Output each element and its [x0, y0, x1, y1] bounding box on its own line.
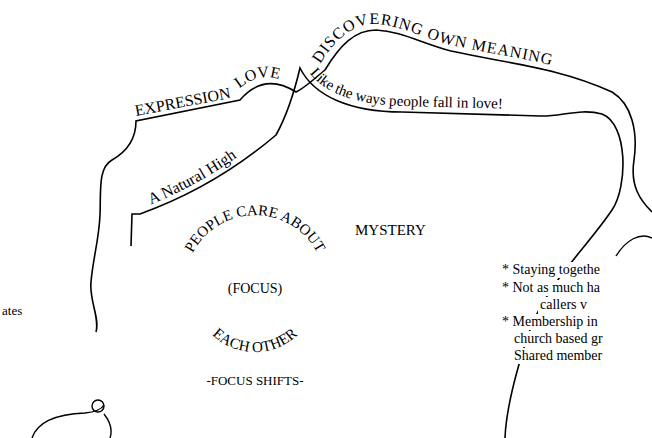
curved-label: LOVE — [231, 63, 282, 91]
note-line: church based gr — [512, 331, 605, 347]
note-line: * Staying togethe — [500, 262, 602, 278]
note-line: Shared member — [512, 348, 604, 364]
curved-label: EXPRESSION — [133, 84, 232, 119]
note-line: * Not as much ha — [500, 280, 602, 296]
note-line: callers v — [538, 297, 589, 313]
corner-loop — [32, 405, 111, 438]
curved-label: PEOPLE CARE ABOUT — [181, 202, 328, 255]
side-curve — [616, 236, 652, 256]
inner-outline — [131, 68, 623, 438]
diagram-label: -FOCUS SHIFTS- — [206, 374, 303, 389]
diagram-label: MYSTERY — [355, 222, 426, 239]
curved-label: Like the ways people fall in love! — [307, 65, 503, 112]
curved-label: A Natural High — [145, 146, 238, 208]
note-line: * Membership in — [500, 314, 600, 330]
curved-label: DISCOVERING OWN MEANING — [308, 10, 555, 68]
diagram-label: (FOCUS) — [228, 281, 282, 297]
outer-outline — [91, 30, 652, 332]
diagram-label: ates — [2, 304, 22, 319]
curved-label: EACH OTHER — [210, 325, 300, 355]
corner-loop-ring — [92, 400, 104, 412]
